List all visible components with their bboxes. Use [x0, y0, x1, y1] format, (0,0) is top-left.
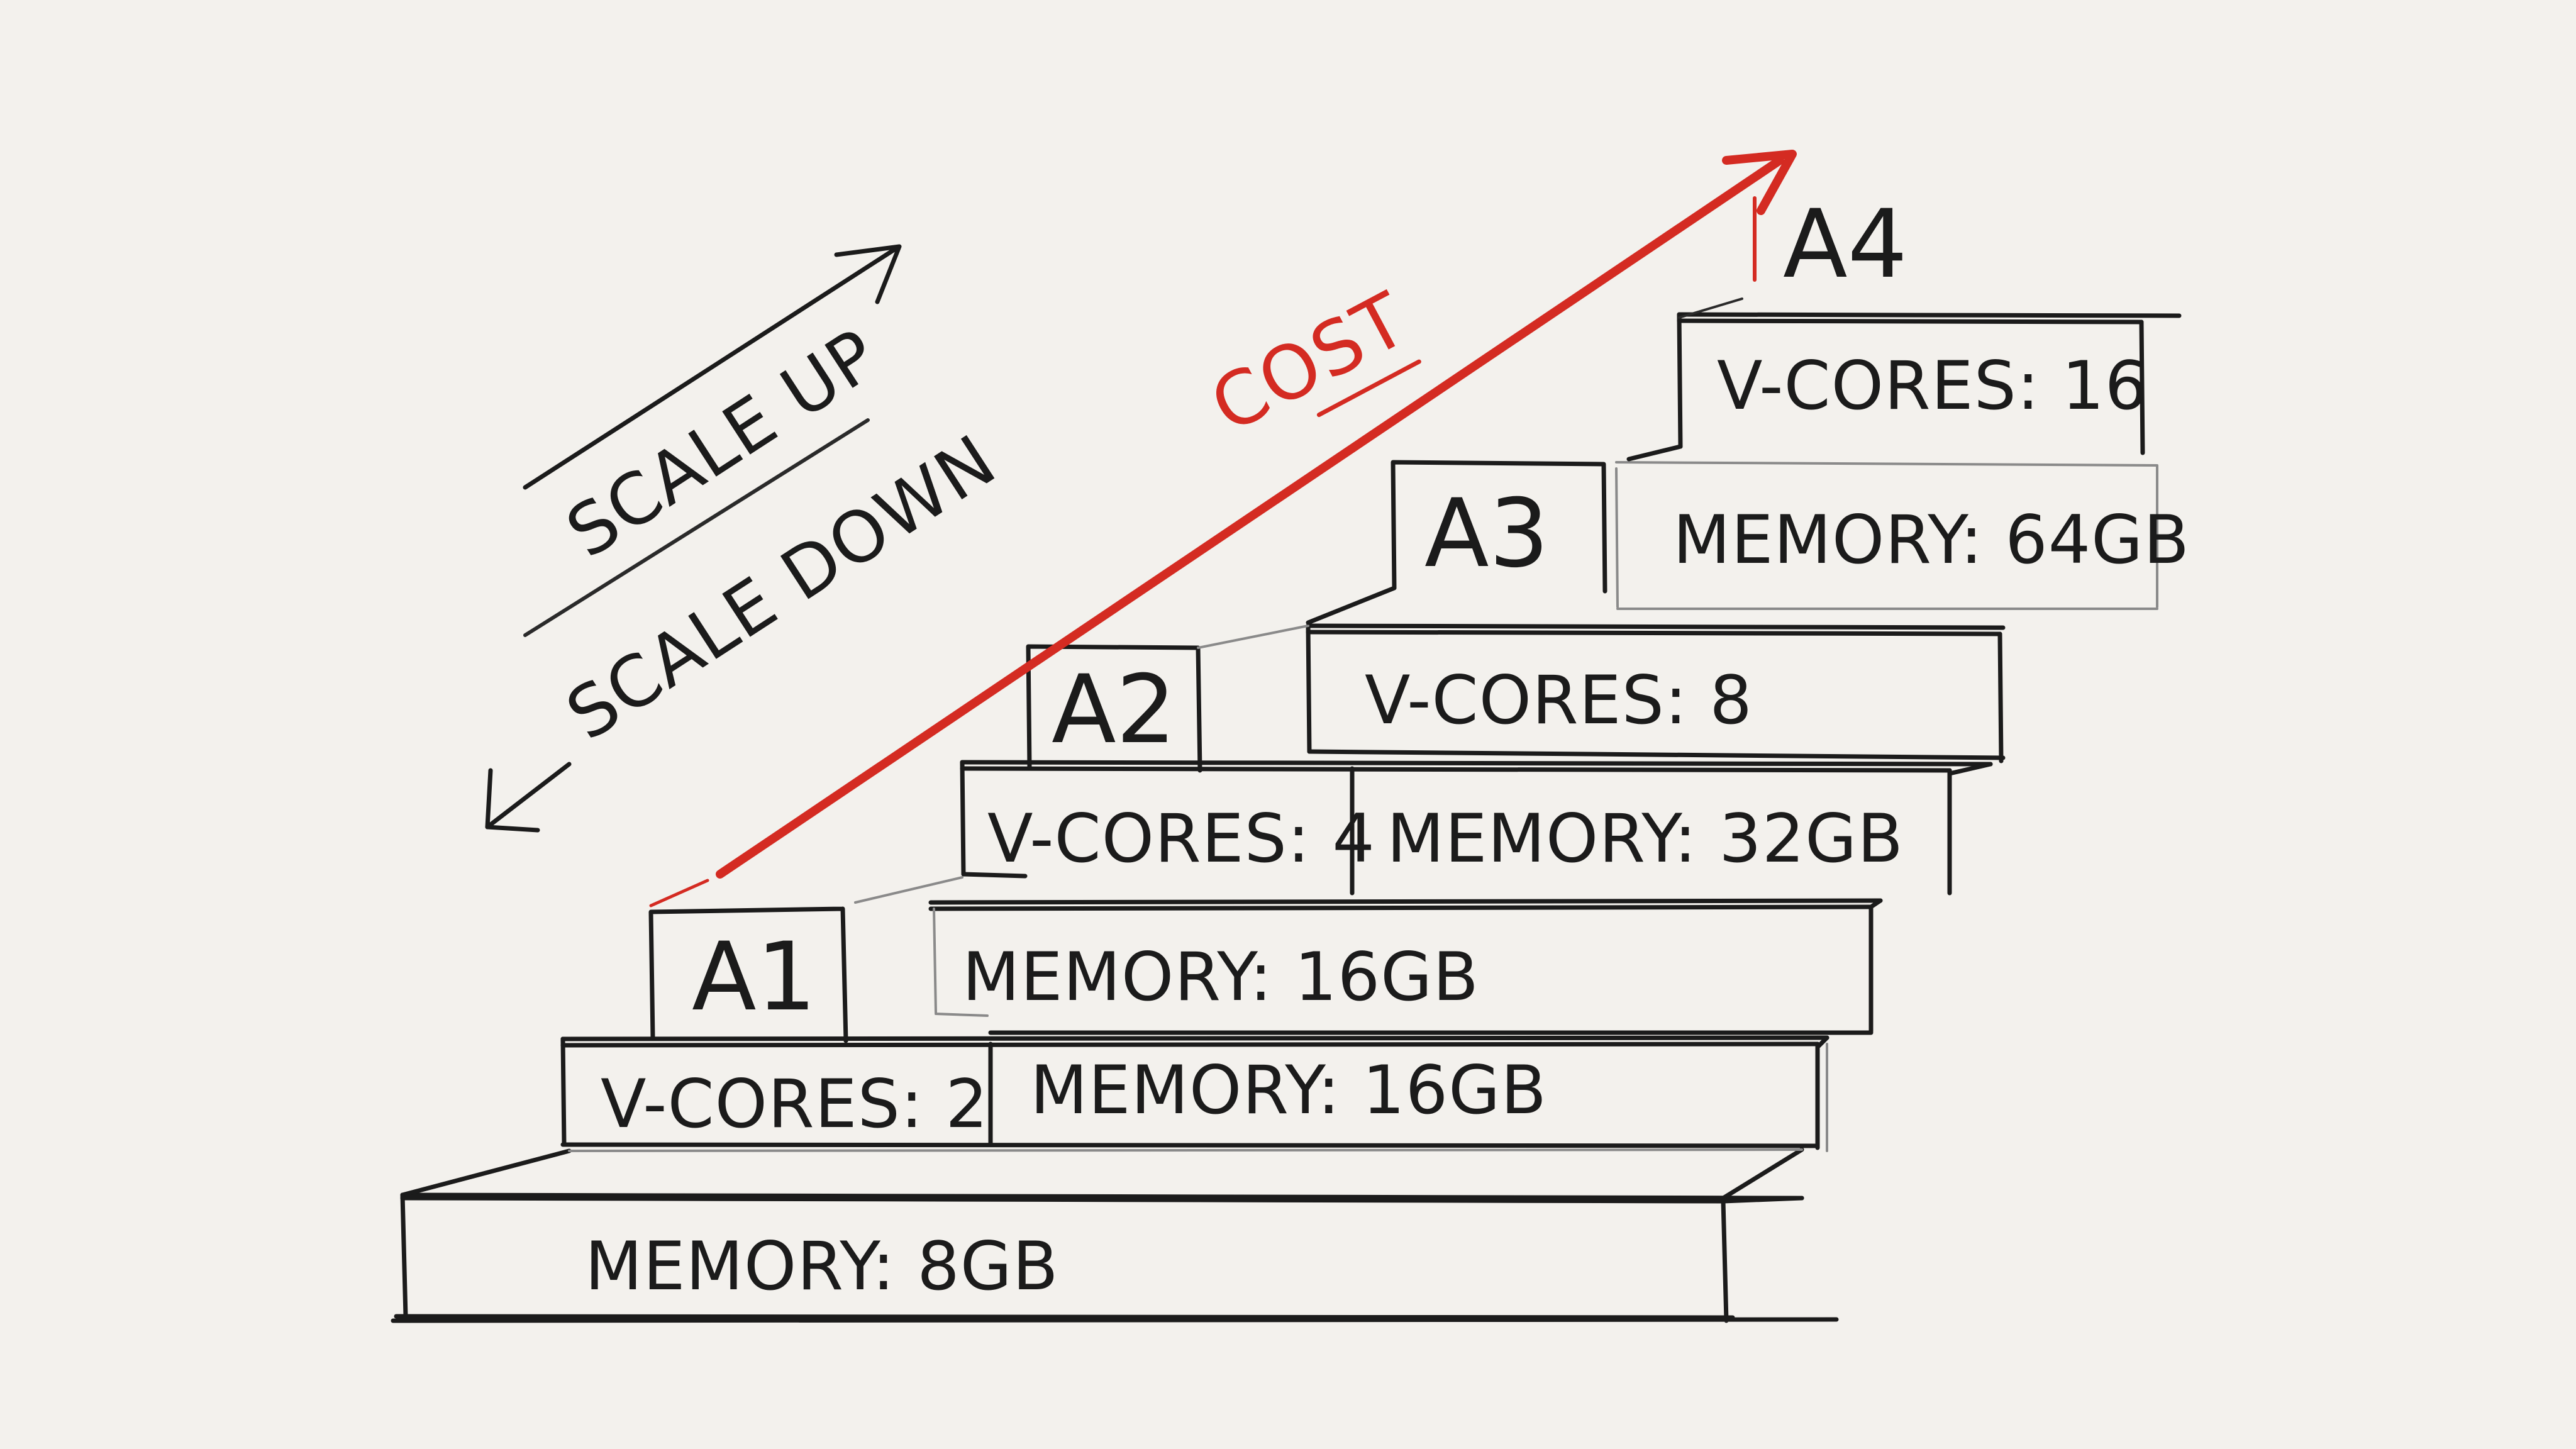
label-memory-64gb: MEMORY: 64GB	[1673, 501, 2190, 579]
step-vcores-4: V-CORES: 4 MEMORY: 32GB	[854, 760, 1993, 904]
label-vcores-2: V-CORES: 2	[601, 1065, 989, 1143]
tier-a3-label: A3	[1424, 479, 1549, 589]
label-vcores-16: V-CORES: 16	[1717, 347, 2148, 425]
scale-down-group: SCALE DOWN	[485, 419, 1011, 833]
cost-label: COST	[1197, 275, 1421, 450]
tier-a2: A2	[1026, 625, 1309, 773]
tier-a4-label: A4	[1783, 190, 1907, 299]
step-vcores-8: V-CORES: 8	[1306, 623, 2006, 763]
step-memory-64gb: MEMORY: 64GB	[1615, 461, 2190, 610]
step-memory-16gb: MEMORY: 16GB	[928, 898, 1883, 1035]
label-memory-8gb: MEMORY: 8GB	[585, 1228, 1059, 1305]
tier-a1: A1	[648, 906, 848, 1043]
label-vcores-4: V-CORES: 4	[987, 800, 1375, 877]
label-memory-16gb: MEMORY: 16GB	[962, 938, 1479, 1016]
label-memory-32gb: MEMORY: 32GB	[1387, 800, 1904, 877]
tier-a1-label: A1	[692, 923, 816, 1032]
tier-a4: A4	[1783, 190, 1907, 299]
step-vcores-16: V-CORES: 16	[1626, 297, 2182, 462]
tier-a3: A3	[1306, 460, 1607, 625]
label-vcores-8: V-CORES: 8	[1365, 662, 1753, 739]
cost-arrow	[649, 150, 1797, 908]
label-memory-16gb-lower: MEMORY: 16GB	[1030, 1052, 1547, 1129]
step-memory-8gb: MEMORY: 8GB	[391, 1147, 1839, 1323]
step-vcores-2: V-CORES: 2 MEMORY: 16GB	[560, 1035, 1829, 1152]
tier-a2-label: A2	[1052, 655, 1176, 765]
